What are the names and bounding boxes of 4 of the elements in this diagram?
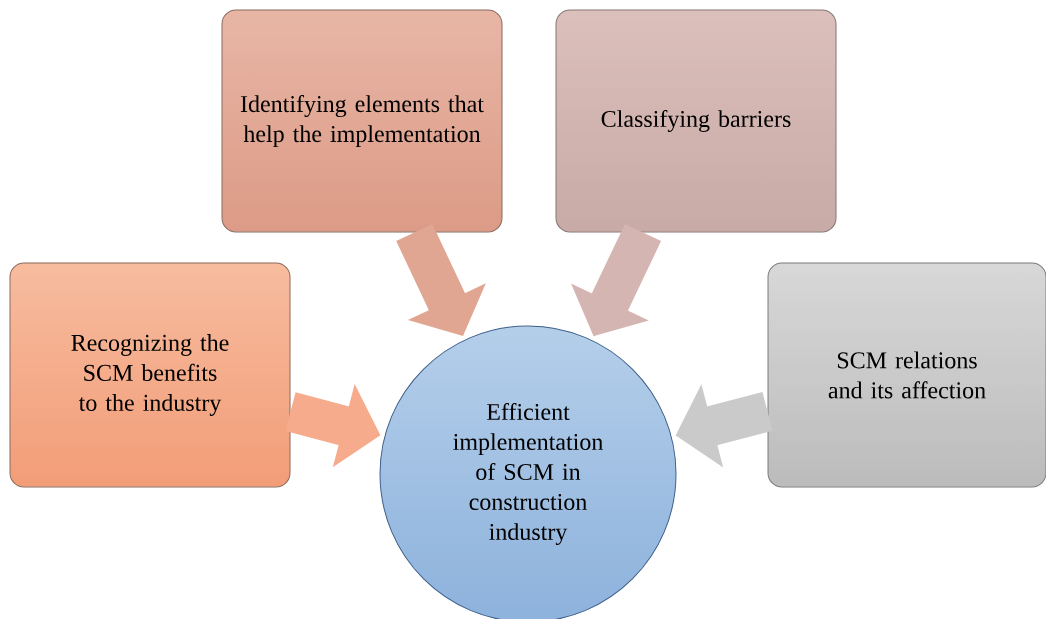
process-box: Classifying barriers [555,9,837,233]
process-box: SCM relations and its affection [767,262,1046,488]
process-box: Identifying elements that help the implementation [221,9,503,233]
process-box: Recognizing the SCM benefits to the industry [9,262,291,488]
